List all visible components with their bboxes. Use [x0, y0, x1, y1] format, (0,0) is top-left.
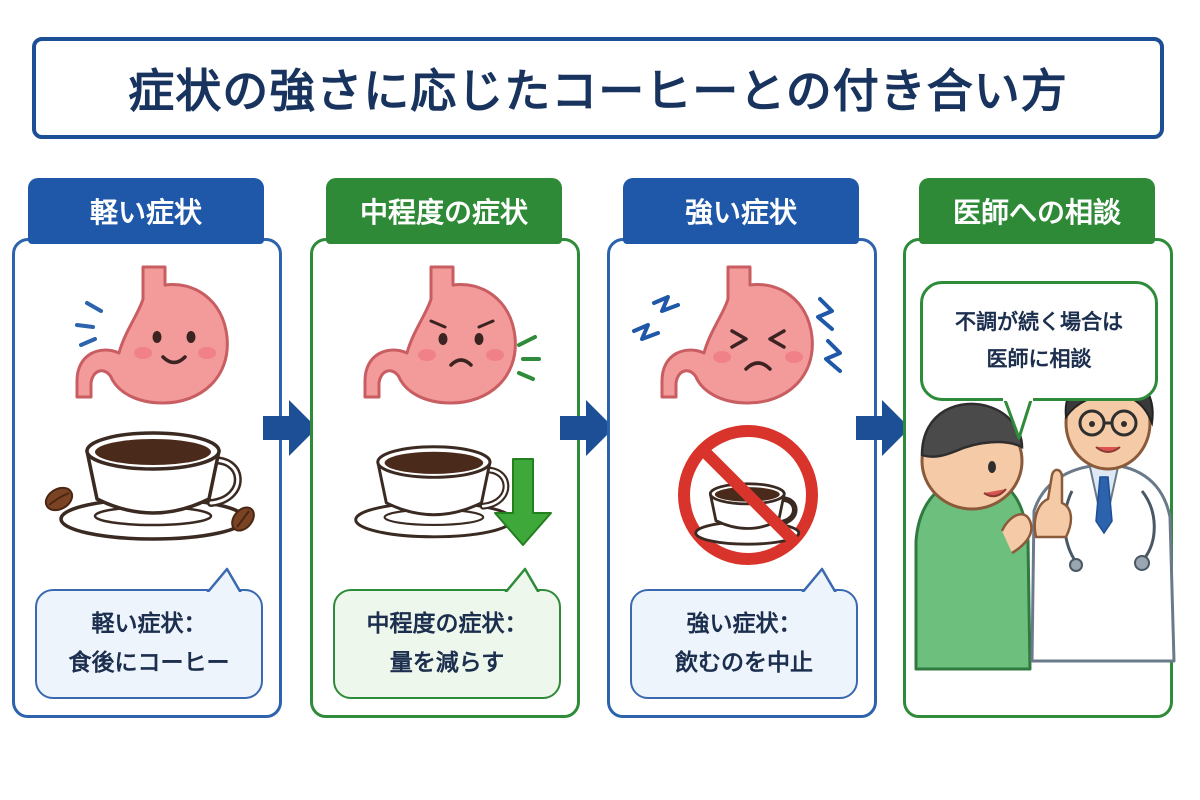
worried-stomach-icon — [363, 265, 517, 405]
right-arrow-icon — [560, 400, 614, 456]
tab-doctor-consultation: 医師への相談 — [919, 178, 1155, 244]
prohibited-coffee-icon — [678, 425, 818, 565]
bubble-line-1: 不調が続く場合は — [955, 310, 1123, 335]
panel-moderate-symptoms: 中程度の症状： 量を減らす — [310, 238, 580, 718]
right-arrow-icon — [856, 400, 910, 456]
doctor-icon — [1030, 371, 1176, 663]
bubble-line-1: 軽い症状： — [91, 610, 207, 637]
panel-doctor-art — [914, 371, 1176, 671]
bubble-tail — [1003, 394, 1033, 440]
stress-lines-icon — [517, 335, 541, 381]
down-arrow-icon — [494, 458, 552, 546]
bubble-tail — [205, 567, 245, 598]
patient-icon — [914, 402, 1033, 671]
bubble-line-1: 強い症状： — [686, 610, 802, 637]
bubble-line-2: 医師に相談 — [986, 347, 1092, 371]
coffee-cup-icon — [59, 431, 247, 541]
motion-lines-icon — [75, 301, 103, 347]
coffee-cup-icon — [354, 445, 514, 539]
speech-bubble-severe: 強い症状： 飲むのを中止 — [630, 567, 858, 699]
tab-mild-symptoms: 軽い症状 — [28, 178, 264, 244]
speech-bubble-mild: 軽い症状： 食後にコーヒー — [35, 567, 263, 699]
bubble-tail — [503, 567, 543, 598]
speech-bubble-doctor: 不調が続く場合は 医師に相談 — [920, 281, 1158, 440]
bubble-tail — [800, 567, 840, 598]
painful-stomach-icon — [660, 265, 814, 405]
tab-severe-symptoms: 強い症状 — [623, 178, 859, 244]
panel-mild-symptoms: 軽い症状： 食後にコーヒー — [12, 238, 282, 718]
right-arrow-icon — [263, 400, 317, 456]
speech-bubble-moderate: 中程度の症状： 量を減らす — [333, 567, 561, 699]
bubble-line-1: 中程度の症状： — [366, 610, 528, 637]
panel-doctor-consultation: 不調が続く場合は 医師に相談 — [903, 238, 1176, 718]
bubble-line-2: 量を減らす — [389, 650, 505, 676]
panel-moderate-art — [354, 265, 552, 546]
happy-stomach-icon — [75, 265, 229, 405]
page-title: 症状の強さに応じたコーヒーとの付き合い方 — [128, 64, 1068, 118]
bubble-line-2: 食後にコーヒー — [68, 650, 230, 676]
panel-mild-art — [44, 265, 255, 541]
title-box: 症状の強さに応じたコーヒーとの付き合い方 — [32, 37, 1164, 139]
coffee-bean-icon — [44, 486, 255, 532]
panel-severe-art — [632, 265, 842, 565]
panel-severe-symptoms: 強い症状： 飲むのを中止 — [607, 238, 877, 718]
bubble-line-2: 飲むのを中止 — [675, 650, 813, 676]
tab-moderate-symptoms: 中程度の症状 — [326, 178, 562, 244]
zigzag-pain-icon — [632, 295, 842, 373]
